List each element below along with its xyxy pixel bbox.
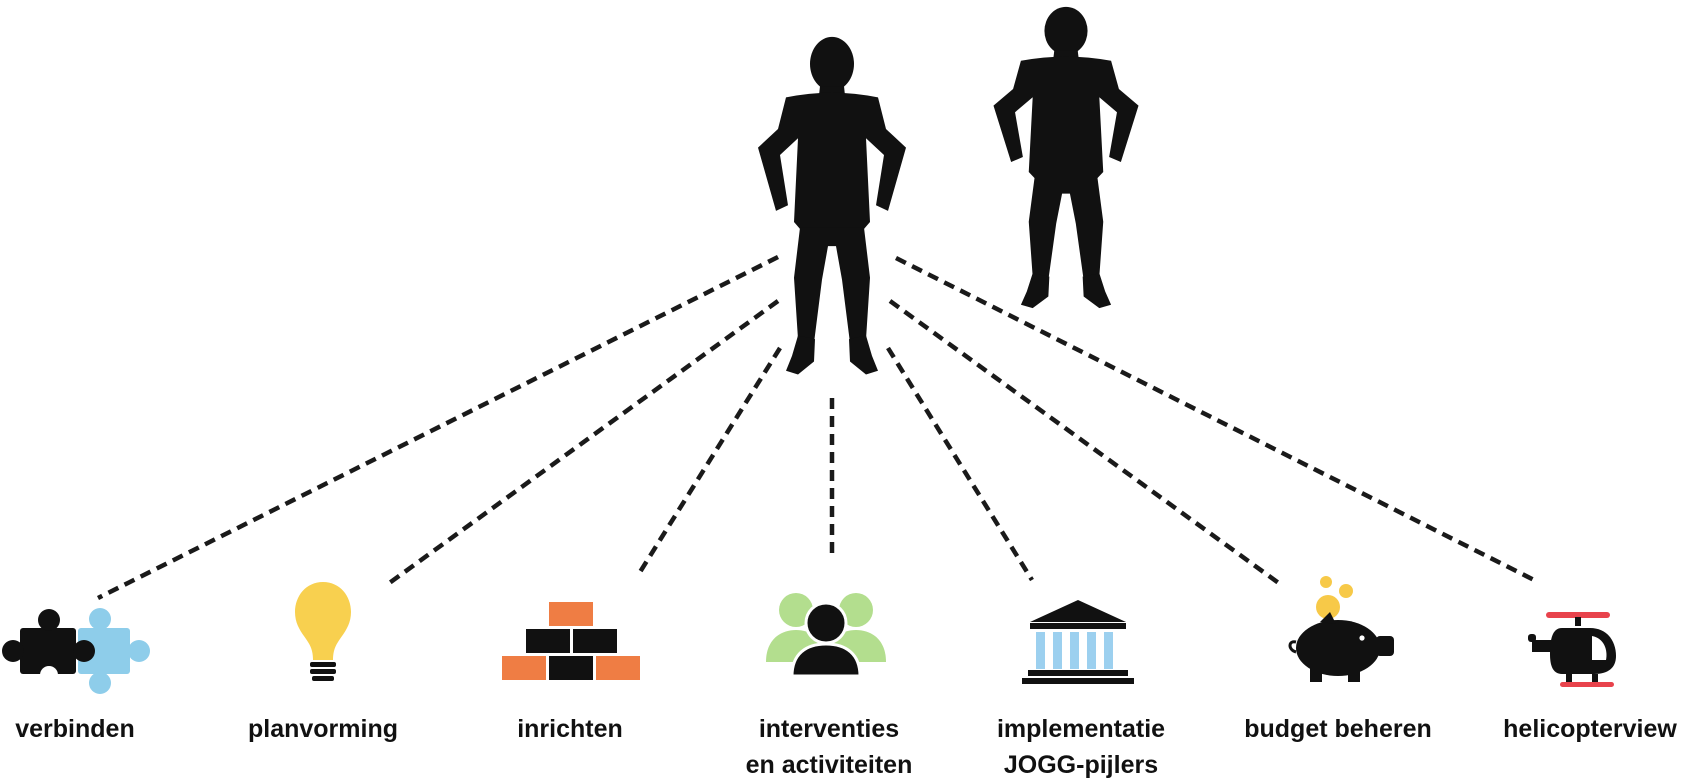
label-line: JOGG-pijlers	[1003, 751, 1159, 779]
classical-building-icon	[1022, 600, 1134, 684]
people-group-icon	[766, 593, 886, 678]
role-label-budget: budget beheren	[1228, 711, 1448, 747]
label-line: inrichten	[517, 715, 623, 743]
connector-line-helicopterview	[894, 255, 1540, 585]
main-person-silhouette	[758, 36, 906, 375]
label-line: budget beheren	[1244, 715, 1432, 743]
label-line: verbinden	[15, 715, 135, 743]
connector-line-planvorming	[386, 299, 780, 586]
role-label-interventies: interventies en activiteiten	[724, 711, 934, 783]
puzzle-icon	[2, 608, 150, 694]
label-line: en activiteiten	[745, 751, 913, 779]
brick-wall-icon	[502, 602, 640, 680]
connector-line-inrichten	[638, 346, 782, 574]
label-line: implementatie	[996, 715, 1166, 743]
role-label-planvorming: planvorming	[238, 711, 408, 747]
connector-line-implementatie	[886, 346, 1034, 582]
piggy-bank-icon	[1288, 576, 1394, 682]
role-label-helicopterview: helicopterview	[1486, 711, 1694, 747]
helicopter-icon	[1528, 612, 1616, 687]
role-label-implementatie: implementatie JOGG-pijlers	[976, 711, 1186, 783]
role-label-verbinden: verbinden	[0, 711, 150, 747]
label-line: helicopterview	[1503, 715, 1677, 743]
connector-line-verbinden	[96, 254, 780, 601]
role-label-inrichten: inrichten	[500, 711, 640, 747]
label-line: planvorming	[247, 715, 398, 743]
connector-line-budget	[888, 299, 1282, 586]
label-line: interventies	[758, 715, 900, 743]
lightbulb-icon	[295, 582, 351, 681]
second-person-silhouette	[993, 6, 1139, 309]
